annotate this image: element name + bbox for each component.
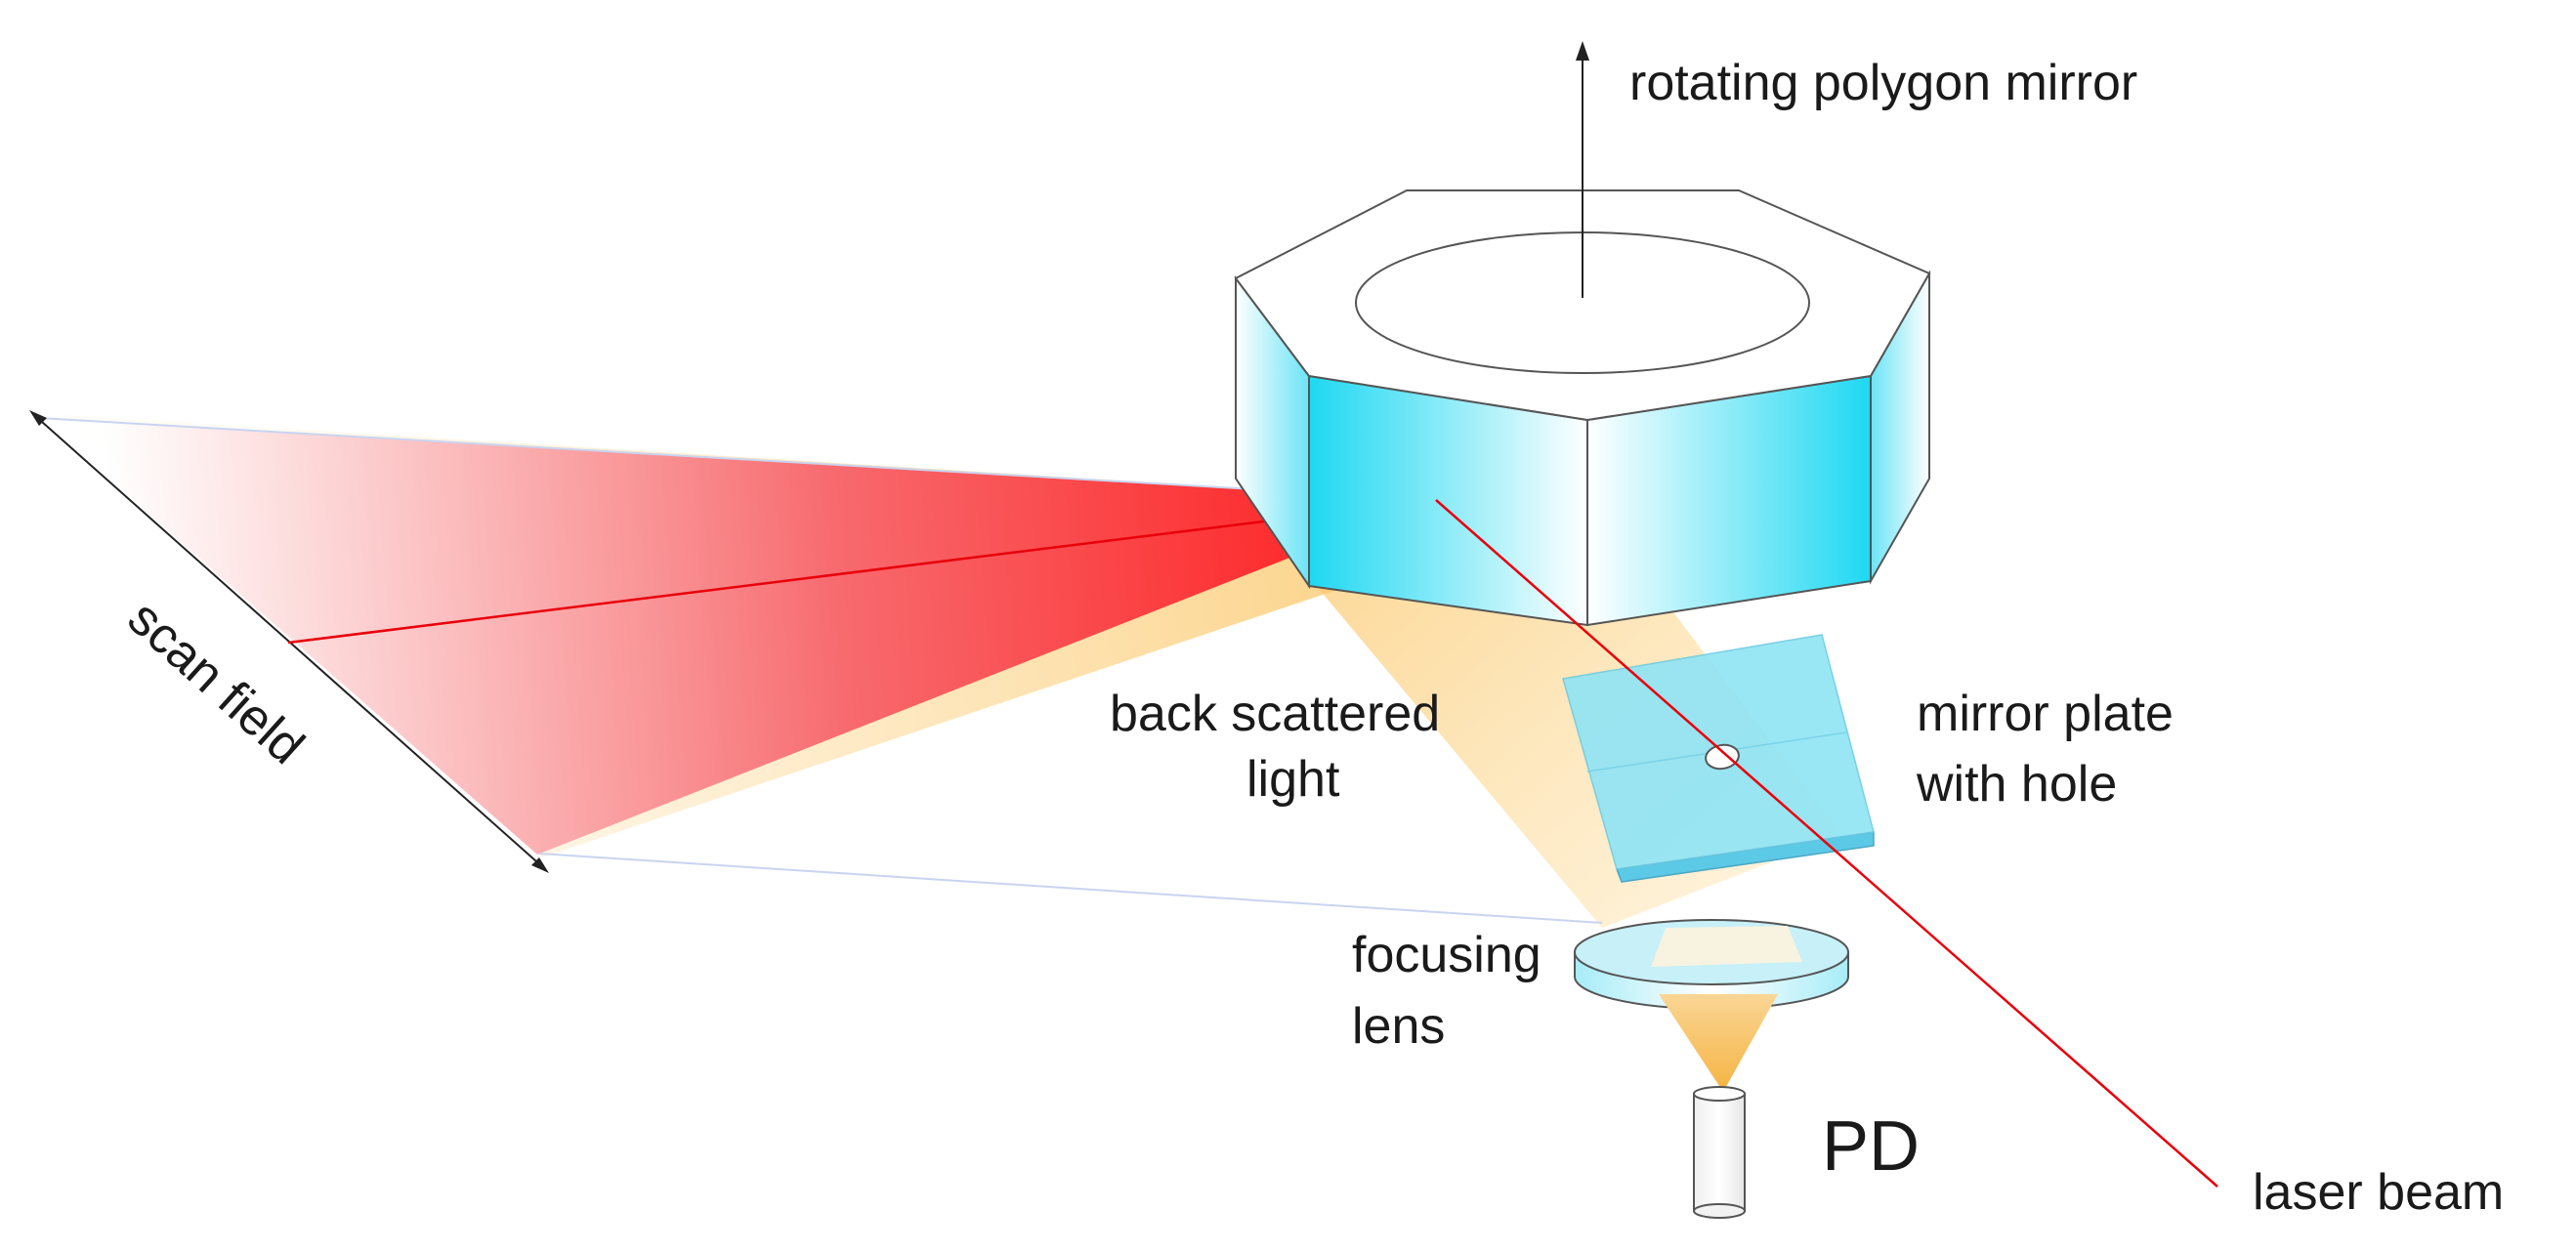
lens-inner-light (1651, 926, 1802, 967)
label-laser-beam: laser beam (2253, 1164, 2504, 1221)
label-mirror-plate-line1: mirror plate (1917, 686, 2174, 742)
focusing-lens (1574, 919, 1849, 1010)
laser-beam-line (1435, 499, 2218, 1188)
label-mirror-plate-line2: with hole (1916, 756, 2117, 813)
mirror-top-face (1234, 189, 1931, 422)
polygon-mirror (1234, 189, 1931, 627)
rotation-axis-arrow (1576, 41, 1589, 298)
fan-top-edge (38, 417, 1437, 501)
label-back-scattered-line2: light (1246, 751, 1340, 808)
fan-bottom-edge (538, 853, 1603, 924)
label-rotating-polygon-mirror: rotating polygon mirror (1629, 55, 2137, 111)
label-focusing-lens-line1: focusing (1352, 927, 1541, 983)
label-back-scattered-line1: back scattered (1110, 686, 1440, 742)
focus-cone (1659, 994, 1778, 1092)
mirror-plate (1562, 634, 1875, 883)
mirror-plate-hole (1705, 743, 1740, 771)
photodetector (1693, 1086, 1746, 1219)
label-focusing-lens-line2: lens (1352, 998, 1445, 1055)
laser-scan-line (287, 498, 1437, 645)
label-photodetector: PD (1822, 1107, 1920, 1186)
laser-scan-fan (39, 418, 1436, 855)
